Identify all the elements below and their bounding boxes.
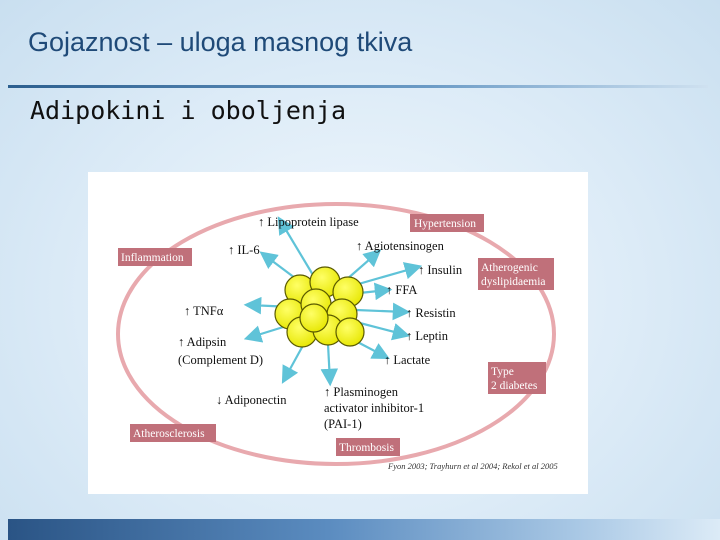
label-lactate: ↑ Lactate bbox=[384, 353, 431, 367]
box-dyslipidaemia bbox=[478, 258, 554, 290]
label-dyslipidaemia-line2: dyslipidaemia bbox=[481, 276, 546, 288]
arrow-leptin bbox=[355, 320, 411, 341]
label-adiponectin: ↓ Adiponectin bbox=[216, 393, 287, 407]
label-diabetes-line1: Type bbox=[491, 366, 514, 378]
label-inflammation: Inflammation bbox=[121, 252, 184, 264]
adipocyte-cluster bbox=[274, 266, 365, 348]
slide-title: Gojaznost – uloga masnog tkiva bbox=[28, 27, 413, 57]
arrow-pai1 bbox=[320, 343, 339, 387]
label-diabetes-line2: 2 diabetes bbox=[491, 380, 538, 392]
box-atherosclerosis bbox=[130, 424, 216, 442]
footer-bar bbox=[8, 519, 720, 540]
adipose-tissue-ring bbox=[116, 202, 556, 466]
label-pai1-line2: activator inhibitor-1 bbox=[324, 401, 424, 415]
title-divider bbox=[8, 85, 708, 88]
disease-boxes: Hypertension Inflammation Atherogenic dy… bbox=[118, 214, 554, 456]
arrow-resistin bbox=[355, 302, 411, 321]
arrow-angiotensinogen bbox=[345, 249, 382, 281]
label-pai1-line3: (PAI-1) bbox=[324, 417, 362, 431]
label-pai1-line1: ↑ Plasminogen bbox=[324, 385, 399, 399]
label-hypertension: Hypertension bbox=[414, 218, 476, 230]
label-leptin: ↑ Leptin bbox=[406, 329, 449, 343]
label-atherosclerosis: Atherosclerosis bbox=[133, 428, 205, 440]
box-hypertension bbox=[410, 214, 484, 232]
box-inflammation bbox=[118, 248, 192, 266]
arrow-lipoprotein-lipase bbox=[277, 216, 317, 281]
label-ffa: ↑ FFA bbox=[386, 283, 417, 297]
box-type2-diabetes bbox=[488, 362, 546, 394]
label-complement-d: (Complement D) bbox=[178, 353, 263, 367]
label-insulin: ↑ Insulin bbox=[418, 263, 463, 277]
label-resistin: ↑ Resistin bbox=[406, 306, 456, 320]
label-il6: ↑ IL-6 bbox=[228, 243, 260, 257]
label-tnfa: ↑ TNFα bbox=[184, 304, 224, 318]
label-lipoprotein-lipase: ↑ Lipoprotein lipase bbox=[258, 215, 359, 229]
label-dyslipidaemia-line1: Atherogenic bbox=[481, 262, 538, 274]
label-adipsin: ↑ Adipsin bbox=[178, 335, 227, 349]
citation: Fyon 2003; Trayhurn et al 2004; Rekol et… bbox=[387, 461, 558, 471]
label-thrombosis: Thrombosis bbox=[339, 442, 394, 454]
slide-subtitle: Adipokini i oboljenja bbox=[30, 96, 347, 125]
box-thrombosis bbox=[336, 438, 400, 456]
label-angiotensinogen: ↑ Agiotensinogen bbox=[356, 239, 445, 253]
adipokine-diagram: ↑ Lipoprotein lipase ↑ IL-6 ↑ Agiotensin… bbox=[88, 172, 588, 494]
